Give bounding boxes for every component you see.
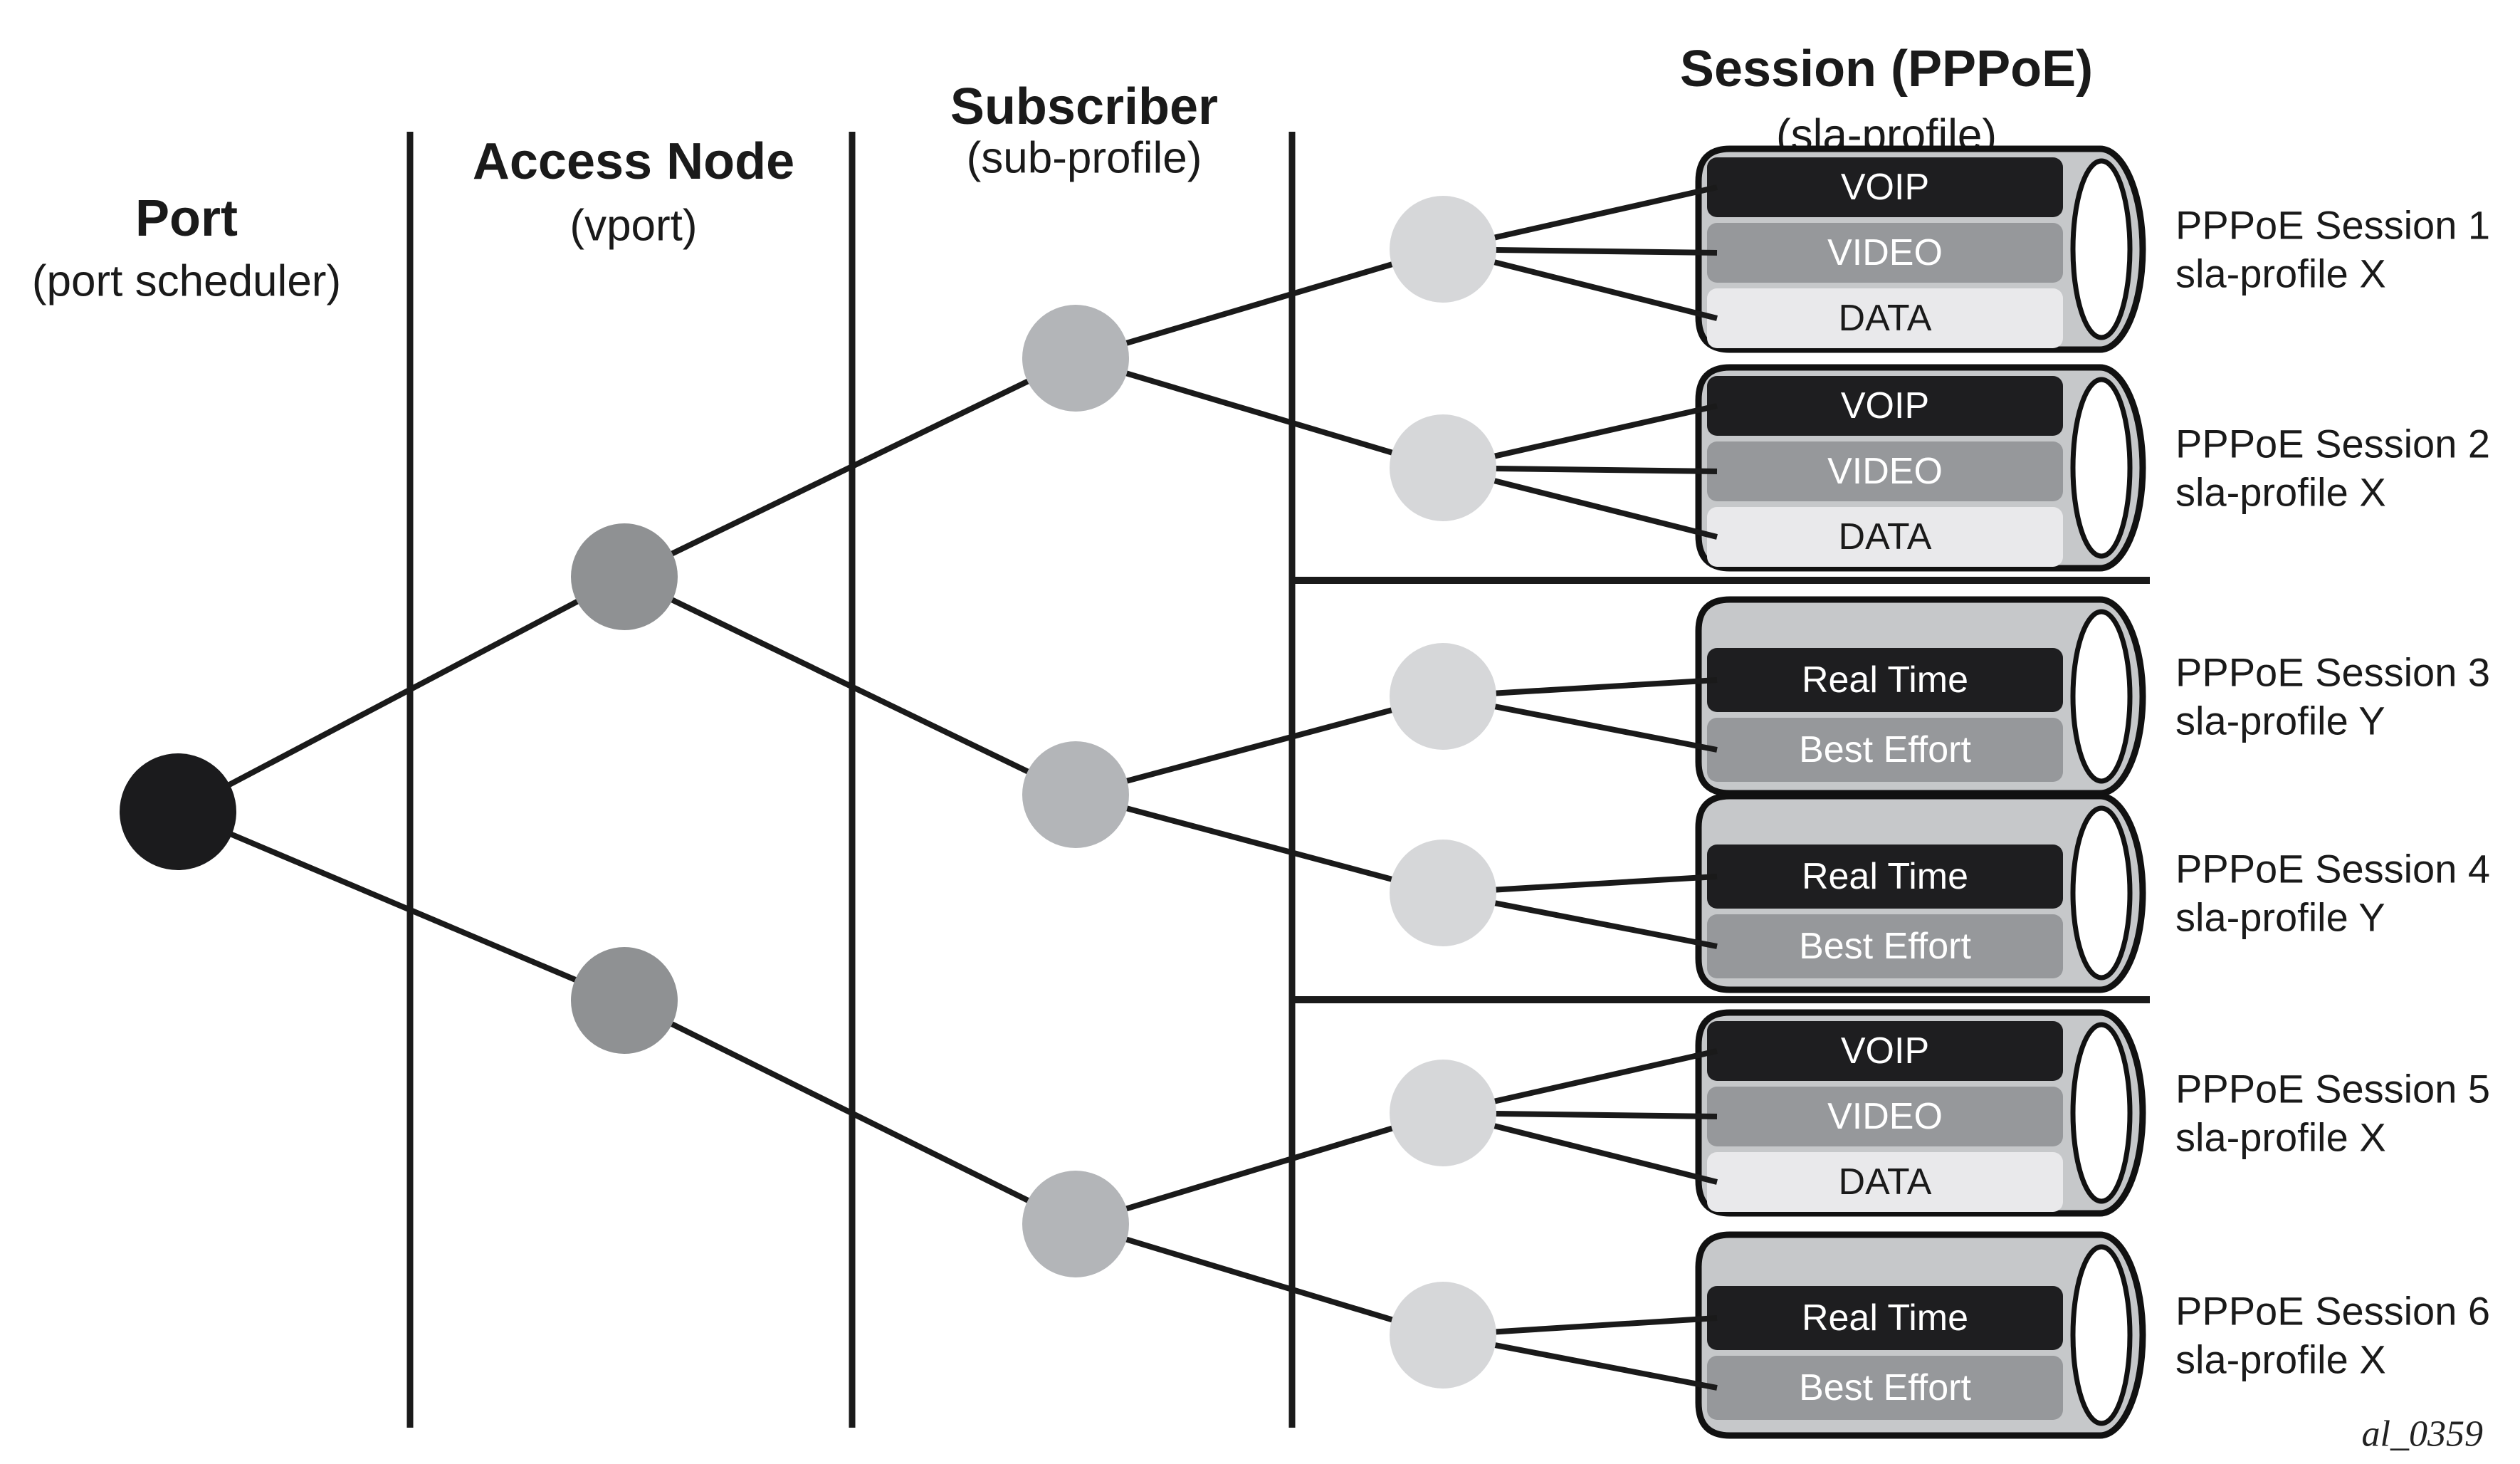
column-subheader-access-node: (vport) <box>569 202 697 251</box>
session-profile: sla-profile X <box>2175 251 2386 296</box>
queue-label: Best Effort <box>1799 729 1971 770</box>
cylinder-opening <box>2070 377 2133 559</box>
queue-label: Best Effort <box>1799 926 1971 967</box>
session-profile: sla-profile Y <box>2175 699 2385 743</box>
edge-subscriber2-session4 <box>1074 792 1444 896</box>
queue-bar-real-time <box>1707 648 2063 712</box>
edge-access1-subscriber2 <box>623 574 1077 798</box>
column-header-port: Port <box>135 190 238 247</box>
cylinder-opening <box>2070 158 2133 340</box>
queue-label: VOIP <box>1841 1030 1929 1072</box>
queue-label: DATA <box>1839 1161 1932 1203</box>
session-profile: sla-profile X <box>2175 470 2386 515</box>
subscriber-node-1 <box>1022 305 1129 412</box>
edge-subscriber3-session6 <box>1074 1221 1444 1338</box>
queue-bar-data <box>1707 507 2063 567</box>
session-profile: sla-profile Y <box>2175 895 2385 940</box>
queue-label: Best Effort <box>1799 1367 1971 1408</box>
edge-subscriber3-session5 <box>1074 1110 1444 1227</box>
queue-bar-data <box>1707 288 2063 348</box>
queue-bar-data <box>1707 1152 2063 1212</box>
queue-bar-real-time <box>1707 845 2063 909</box>
queue-label: VOIP <box>1841 385 1929 427</box>
session-node-3 <box>1390 643 1496 750</box>
subscriber-node-2 <box>1022 741 1129 848</box>
cylinder-opening <box>2070 1244 2133 1426</box>
edge-port-access1 <box>177 574 626 815</box>
session-node-6 <box>1390 1282 1496 1389</box>
cylinder-opening <box>2070 609 2133 784</box>
cylinder-opening <box>2070 805 2133 981</box>
session-row-1: VOIP VIDEO DATA PPPoE Session 1 sla-prof… <box>1695 145 2490 353</box>
session-node-4 <box>1390 840 1496 946</box>
queue-label: DATA <box>1839 516 1932 558</box>
queue-label: VIDEO <box>1827 451 1943 492</box>
session-profile: sla-profile X <box>2175 1115 2386 1160</box>
port-scheduler-node <box>120 753 236 870</box>
queue-label: VIDEO <box>1827 1096 1943 1137</box>
queue-bar-best-effort <box>1707 718 2063 782</box>
edge-access1-subscriber1 <box>623 355 1077 580</box>
queue-label: Real Time <box>1802 856 1968 897</box>
edge-subscriber2-session3 <box>1074 694 1444 798</box>
session-node-1 <box>1390 196 1496 303</box>
session-row-3: Real Time Best Effort PPPoE Session 3 sl… <box>1695 596 2490 797</box>
queue-label: VIDEO <box>1827 232 1943 273</box>
queue-bar-video <box>1707 223 2063 283</box>
session-row-5: VOIP VIDEO DATA PPPoE Session 5 sla-prof… <box>1695 1009 2490 1217</box>
session-name: PPPoE Session 2 <box>2175 422 2490 466</box>
column-header-session: Session (PPPoE) <box>1680 41 2093 98</box>
session-name: PPPoE Session 3 <box>2175 650 2490 695</box>
queue-bar-voip <box>1707 376 2063 436</box>
session-name: PPPoE Session 5 <box>2175 1067 2490 1112</box>
queue-bar-voip <box>1707 157 2063 217</box>
queue-bar-real-time <box>1707 1286 2063 1350</box>
queue-label: DATA <box>1839 298 1932 339</box>
column-subheader-port: (port scheduler) <box>32 257 341 306</box>
column-header-subscriber: Subscriber <box>950 78 1218 135</box>
session-node-5 <box>1390 1060 1496 1166</box>
edge-access2-subscriber3 <box>623 998 1077 1227</box>
queue-bar-video <box>1707 1087 2063 1146</box>
subscriber-node-3 <box>1022 1171 1129 1277</box>
queue-bar-best-effort <box>1707 1356 2063 1420</box>
access-node-2 <box>571 947 678 1054</box>
column-header-access-node: Access Node <box>473 133 794 190</box>
access-node-1 <box>571 523 678 630</box>
queue-bar-best-effort <box>1707 914 2063 978</box>
cylinder-opening <box>2070 1022 2133 1204</box>
session-name: PPPoE Session 4 <box>2175 847 2490 892</box>
session-name: PPPoE Session 1 <box>2175 203 2490 248</box>
queue-label: Real Time <box>1802 659 1968 701</box>
queue-label: VOIP <box>1841 167 1929 208</box>
column-subheader-subscriber: (sub-profile) <box>967 134 1202 183</box>
queue-bar-video <box>1707 441 2063 501</box>
edge-port-access2 <box>177 809 626 1003</box>
session-row-2: VOIP VIDEO DATA PPPoE Session 2 sla-prof… <box>1695 364 2490 572</box>
session-row-4: Real Time Best Effort PPPoE Session 4 sl… <box>1695 793 2490 993</box>
edge-subscriber1-session2 <box>1074 355 1444 471</box>
session-row-6: Real Time Best Effort PPPoE Session 6 sl… <box>1695 1231 2490 1439</box>
session-node-2 <box>1390 414 1496 521</box>
queue-label: Real Time <box>1802 1297 1968 1339</box>
figure-id: al_0359 <box>2362 1414 2483 1455</box>
edge-subscriber1-session1 <box>1074 246 1444 361</box>
session-profile: sla-profile X <box>2175 1337 2386 1382</box>
session-name: PPPoE Session 6 <box>2175 1289 2490 1334</box>
queue-bar-voip <box>1707 1021 2063 1081</box>
